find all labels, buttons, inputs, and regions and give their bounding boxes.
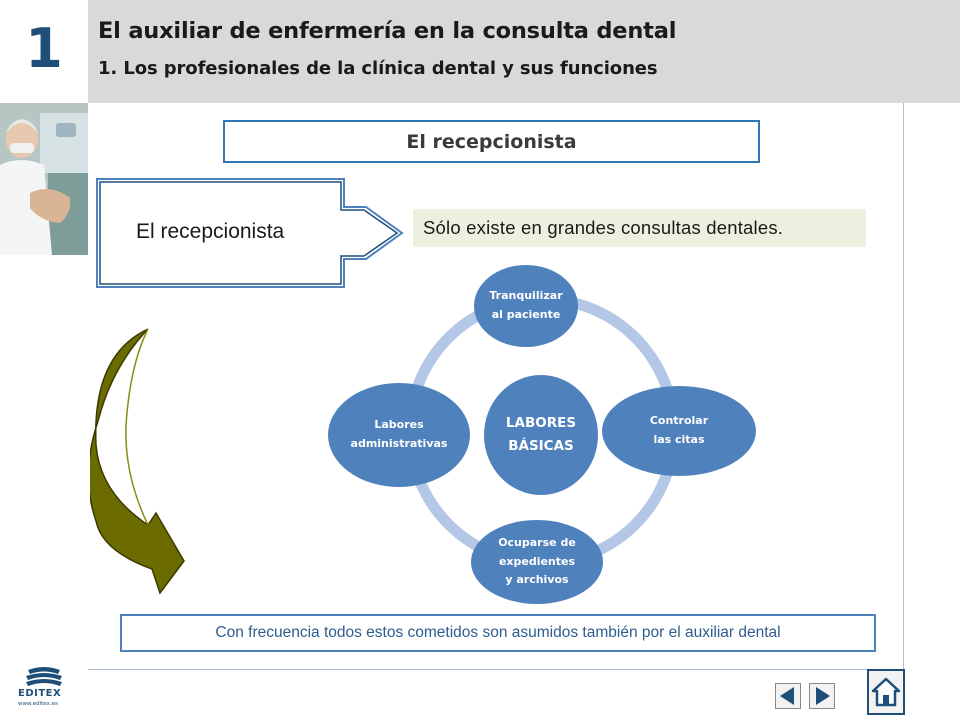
logo-name: EDITEX (18, 688, 62, 699)
footer-note-box: Con frecuencia todos estos cometidos son… (120, 614, 876, 652)
page-subtitle: 1. Los profesionales de la clínica denta… (98, 58, 658, 79)
center-line-1: LABORES (505, 415, 577, 432)
node-labores-line-1: Labores (374, 418, 424, 432)
curved-down-arrow-icon (90, 328, 185, 595)
node-expedientes-line-1: Ocuparse de (498, 535, 576, 549)
node-expedientes-line-2: expedientes (498, 554, 576, 568)
home-button[interactable] (867, 669, 905, 715)
center-line-2: BÁSICAS (508, 438, 574, 454)
previous-button[interactable] (775, 683, 801, 709)
role-label: El recepcionista (136, 220, 285, 243)
home-icon (871, 677, 901, 707)
dentist-photo (0, 103, 88, 255)
node-tranquilizar-line-2: al paciente (491, 308, 561, 321)
node-labores-administrativas: Labores administrativas (328, 383, 470, 487)
chapter-number: 1 (25, 17, 63, 80)
next-button[interactable] (809, 683, 835, 709)
page-title: El auxiliar de enfermería en la consulta… (98, 18, 677, 44)
footer-note-text: Con frecuencia todos estos cometidos son… (215, 624, 781, 641)
triangle-right-icon (816, 687, 830, 705)
node-tranquilizar-line-1: Tranquilizar (489, 289, 563, 303)
node-controlar-line-1: Controlar (649, 414, 709, 428)
editex-logo (26, 667, 62, 686)
dentist-photo-illustration (0, 103, 88, 255)
node-controlar-line-2: las citas (653, 433, 705, 446)
node-labores-line-2: administrativas (350, 437, 448, 450)
header-bar (88, 0, 960, 103)
node-controlar: Controlar las citas (602, 386, 756, 476)
note-box: Sólo existe en grandes consultas dentale… (413, 209, 866, 247)
note-text: Sólo existe en grandes consultas dentale… (423, 217, 784, 238)
logo-url: www.editex.es (18, 701, 58, 707)
triangle-left-icon (780, 687, 794, 705)
node-tranquilizar: Tranquilizar al paciente (474, 265, 578, 347)
node-labores-basicas: LABORES BÁSICAS (484, 375, 598, 495)
cycle-diagram: Tranquilizar al paciente Controlar las c… (320, 258, 770, 608)
content-frame (88, 103, 904, 670)
node-expedientes: Ocuparse de expedientes y archivos (471, 520, 603, 604)
section-title: El recepcionista (406, 130, 577, 153)
node-expedientes-line-3: y archivos (505, 573, 569, 587)
section-title-box: El recepcionista (223, 120, 760, 163)
role-callout-arrow (96, 178, 404, 288)
